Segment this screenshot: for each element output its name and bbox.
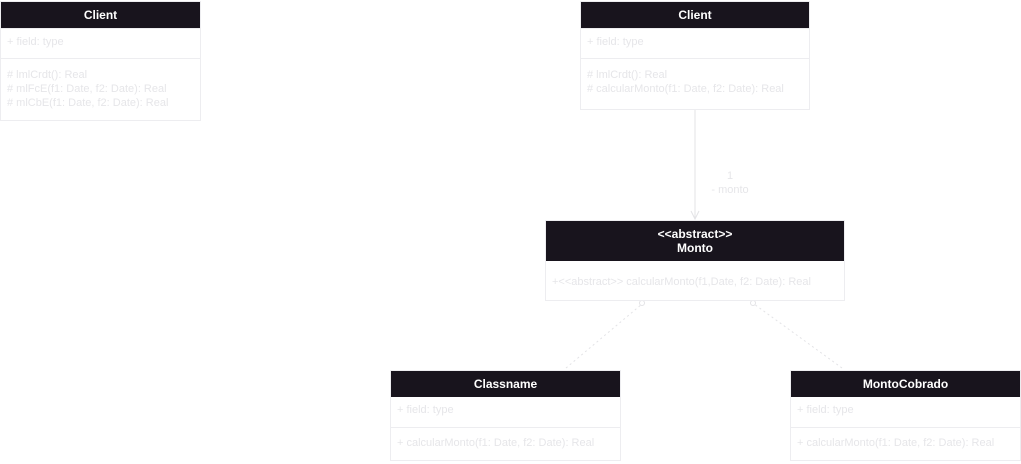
- class-client-left[interactable]: Client + field: type # lmlCrdt(): Real #…: [0, 1, 201, 121]
- method: + calcularMonto(f1: Date, f2: Date): Rea…: [797, 437, 995, 449]
- method: # lmlCrdt(): Real: [7, 69, 88, 81]
- method: + calcularMonto(f1: Date, f2: Date): Rea…: [397, 437, 595, 449]
- class-name: MontoCobrado: [862, 377, 949, 391]
- class-name: Monto: [677, 241, 713, 255]
- class-header[interactable]: <<abstract>> Monto: [546, 221, 844, 261]
- attribute: + field: type: [397, 404, 454, 416]
- attribute: + field: type: [797, 404, 854, 416]
- methods-section[interactable]: # lmlCrdt(): Real # calcularMonto(f1: Da…: [581, 58, 809, 96]
- method: # calcularMonto(f1: Date, f2: Date): Rea…: [587, 83, 784, 95]
- class-name: Client: [678, 8, 712, 22]
- method: # lmlCrdt(): Real: [587, 69, 668, 81]
- realization-edge-classname-monto[interactable]: [565, 303, 643, 369]
- realization-end-classname: [639, 300, 645, 306]
- class-header[interactable]: Client: [1, 2, 200, 28]
- methods-section[interactable]: + calcularMonto(f1: Date, f2: Date): Rea…: [791, 427, 1020, 450]
- realization-end-montocobrado: [750, 300, 756, 306]
- class-client-right[interactable]: Client + field: type # lmlCrdt(): Real #…: [580, 1, 810, 110]
- method: # mlFcE(f1: Date, f2: Date): Real: [7, 83, 167, 95]
- attributes-section[interactable]: + field: type: [391, 397, 620, 427]
- class-monto[interactable]: <<abstract>> Monto +<<abstract>> calcula…: [545, 220, 845, 301]
- realization-edge-montocobrado-monto[interactable]: [753, 303, 843, 369]
- attributes-section[interactable]: + field: type: [1, 28, 200, 58]
- class-montocobrado[interactable]: MontoCobrado + field: type + calcularMon…: [790, 370, 1021, 461]
- attributes-section[interactable]: + field: type: [791, 397, 1020, 427]
- class-name: Classname: [473, 377, 538, 391]
- class-header[interactable]: Client: [581, 2, 809, 28]
- class-header[interactable]: MontoCobrado: [791, 371, 1020, 397]
- class-classname[interactable]: Classname + field: type + calcularMonto(…: [390, 370, 621, 461]
- association-multiplicity: 1: [726, 170, 734, 182]
- methods-section[interactable]: + calcularMonto(f1: Date, f2: Date): Rea…: [391, 427, 620, 450]
- class-stereotype: <<abstract>>: [657, 227, 733, 241]
- attribute: + field: type: [7, 36, 64, 48]
- association-role: - monto: [711, 184, 749, 196]
- method: +<<abstract>> calcularMonto(f1,Date, f2:…: [552, 276, 811, 288]
- method: # mlCbE(f1: Date, f2: Date): Real: [7, 97, 169, 109]
- class-header[interactable]: Classname: [391, 371, 620, 397]
- attributes-section[interactable]: + field: type: [581, 28, 809, 58]
- attribute: + field: type: [587, 36, 644, 48]
- methods-section[interactable]: # lmlCrdt(): Real # mlFcE(f1: Date, f2: …: [1, 58, 200, 110]
- class-name: Client: [83, 8, 118, 22]
- methods-section[interactable]: +<<abstract>> calcularMonto(f1,Date, f2:…: [546, 261, 844, 289]
